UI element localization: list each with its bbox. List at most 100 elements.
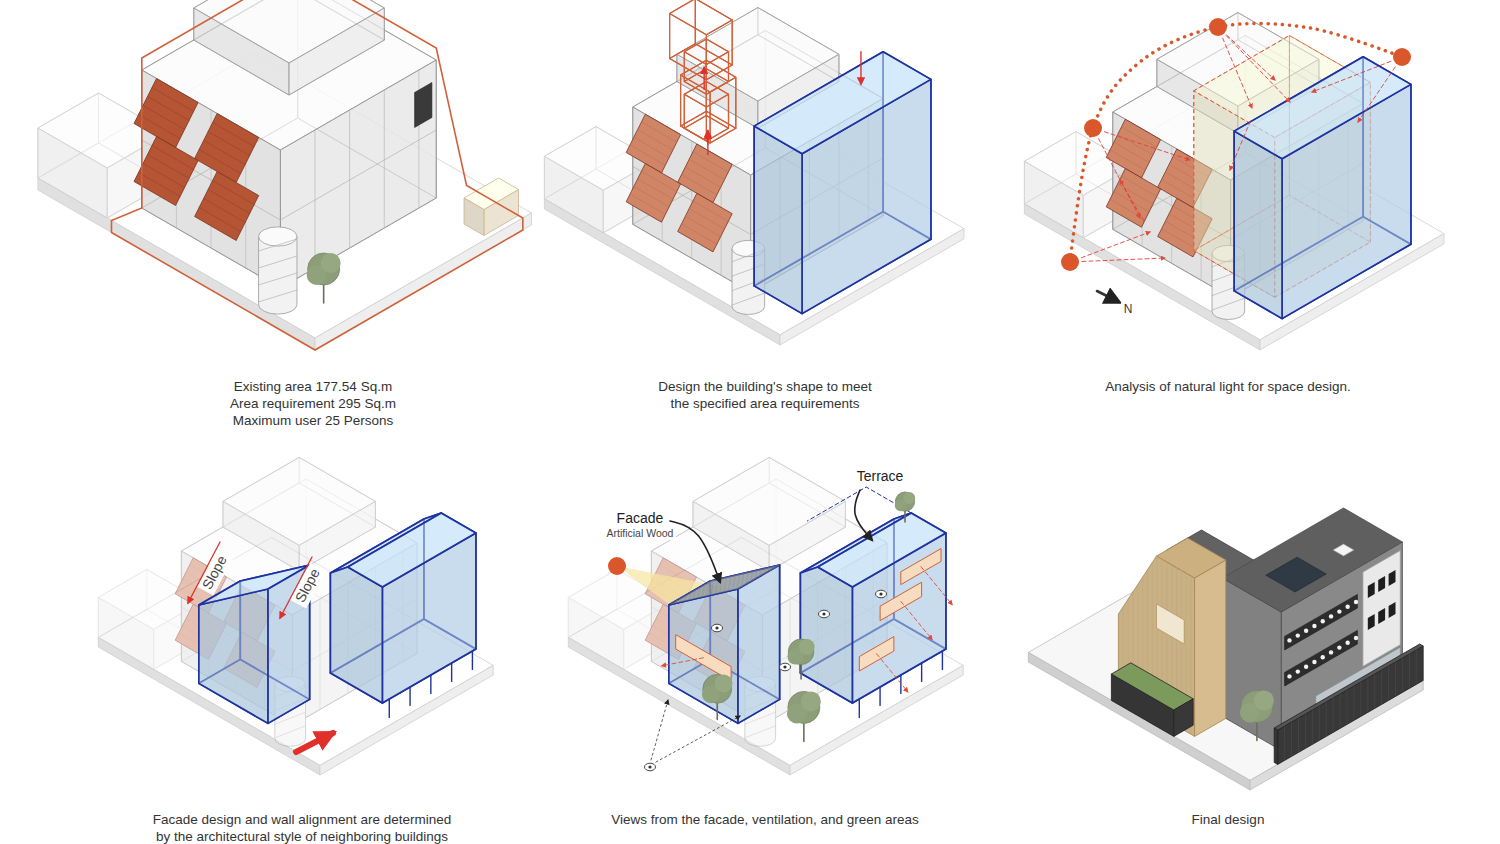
volume-face — [754, 52, 931, 154]
slope-label: Slope — [290, 563, 325, 608]
tree-crown — [1254, 690, 1274, 710]
roof-tile-line — [208, 190, 250, 214]
roof-tile-line — [1114, 142, 1149, 162]
light-ray — [1081, 232, 1150, 258]
wood-hatch — [696, 573, 765, 589]
north-label: N — [1121, 302, 1136, 317]
wall-line — [384, 90, 385, 228]
roof-tile-line — [1121, 127, 1156, 147]
fence-slat — [1374, 674, 1375, 708]
new-volume — [800, 513, 946, 703]
roof-tile-line — [143, 106, 185, 130]
panel-views — [568, 457, 963, 775]
fence-slat — [1402, 658, 1403, 692]
eye-outline — [780, 663, 791, 671]
tree — [787, 691, 821, 741]
roof-tile-line — [641, 171, 676, 191]
volume-face — [199, 589, 268, 723]
volume-face — [38, 128, 107, 218]
window-opening — [1321, 619, 1325, 623]
window-opening — [1354, 636, 1358, 640]
roof-tile-line — [139, 115, 181, 139]
roof-tile-line — [685, 216, 720, 236]
eye-pupil — [822, 612, 825, 615]
roof-tile-line — [152, 88, 194, 112]
eye-symbol — [645, 763, 656, 771]
panel-light — [1024, 13, 1444, 350]
ventilation-arrow — [662, 658, 704, 666]
tree-crown — [903, 492, 915, 504]
tree-crown — [715, 674, 733, 692]
panel-shape — [544, 0, 964, 345]
volume-face — [677, 54, 758, 128]
fence-slat — [1388, 666, 1389, 700]
tree-crown — [1241, 690, 1273, 722]
volume-face — [710, 77, 736, 143]
volume-face — [800, 567, 852, 703]
volume-face — [289, 8, 384, 95]
stair-step — [732, 293, 765, 305]
volume-face — [681, 60, 736, 92]
sun — [1393, 48, 1411, 66]
light-ray — [1226, 36, 1290, 102]
volume-face — [194, 8, 289, 95]
window-grid — [415, 83, 432, 128]
new-volume — [754, 52, 931, 314]
fence-slat — [1291, 722, 1292, 756]
tree-crown — [788, 691, 820, 723]
roof-tile-line — [638, 130, 673, 150]
roof-tile-line — [689, 159, 724, 179]
stair-top — [259, 227, 297, 246]
pilotis-column — [472, 651, 473, 669]
roof-tile-line — [634, 137, 669, 157]
volume-face — [330, 567, 382, 703]
volume-face — [223, 501, 299, 571]
roof-tile-line — [208, 132, 250, 156]
sun — [1209, 18, 1227, 36]
eye-outline — [876, 590, 887, 598]
caption: Views from the facade, ventilation, and … — [611, 812, 918, 829]
tile-roof — [195, 172, 259, 241]
fence-slat — [1326, 702, 1327, 736]
roof-tile-line — [204, 141, 246, 165]
window-opening — [1345, 605, 1349, 609]
solar-panel — [1266, 557, 1326, 592]
new-volume — [669, 565, 780, 723]
eye-symbol — [712, 624, 723, 632]
roof-tile-line — [143, 164, 185, 188]
volume-face — [280, 60, 436, 288]
white-panel — [1363, 550, 1400, 666]
wall-line — [349, 110, 350, 248]
move-arrow — [860, 52, 861, 84]
roof-tile-line — [682, 175, 717, 195]
window — [1368, 582, 1375, 598]
tile-roof — [678, 193, 733, 252]
stair-body — [259, 237, 297, 315]
annotation-label: Artificial Wood — [604, 527, 677, 540]
roof-tile-line — [630, 194, 665, 214]
pilotis-column — [921, 663, 922, 681]
panel-existing — [38, 0, 532, 350]
window-opening — [1312, 660, 1316, 664]
light-ray — [1227, 35, 1275, 80]
roof-tile-line — [213, 181, 255, 205]
tile-roof — [678, 144, 733, 203]
view-line — [651, 700, 668, 760]
tree-crown — [801, 691, 821, 711]
tile-roof — [1106, 119, 1160, 178]
volume-face — [1234, 131, 1282, 319]
volume-face — [684, 39, 728, 65]
fence-slat — [1284, 726, 1285, 760]
tile-roof — [195, 114, 259, 183]
window — [1389, 570, 1396, 586]
fence-slat — [1353, 686, 1354, 720]
volume-face — [464, 198, 484, 236]
pilotis-column — [389, 699, 390, 717]
existing-upper-floor — [223, 457, 375, 571]
window-opening — [1287, 674, 1291, 678]
wood-hatch — [710, 565, 779, 581]
volume-face — [98, 597, 153, 669]
faded-house — [98, 457, 417, 746]
tile-roof — [626, 164, 680, 223]
fence-slat — [1409, 654, 1410, 688]
